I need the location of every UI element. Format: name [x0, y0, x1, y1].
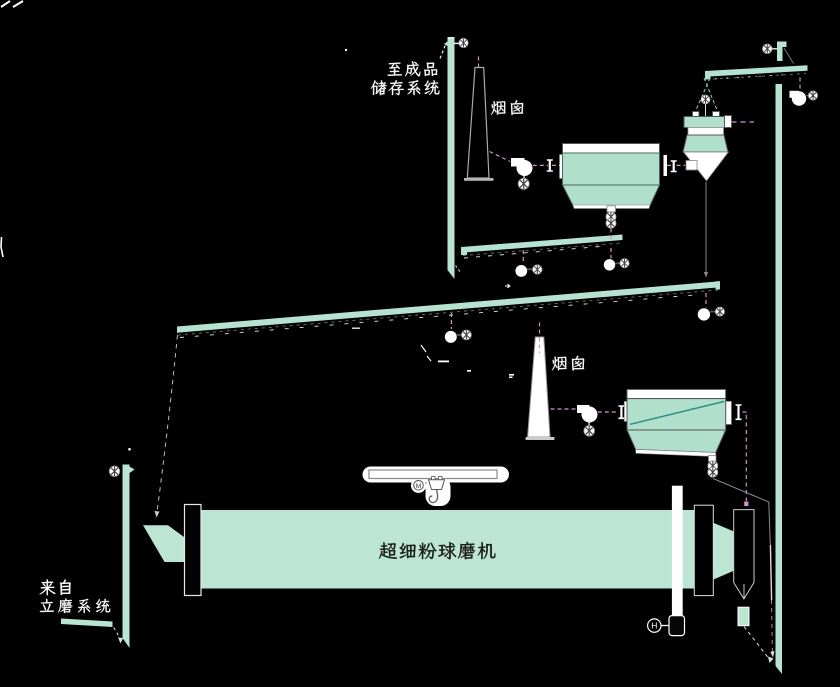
svg-text:H: H	[651, 621, 657, 631]
svg-text:M: M	[416, 483, 421, 490]
